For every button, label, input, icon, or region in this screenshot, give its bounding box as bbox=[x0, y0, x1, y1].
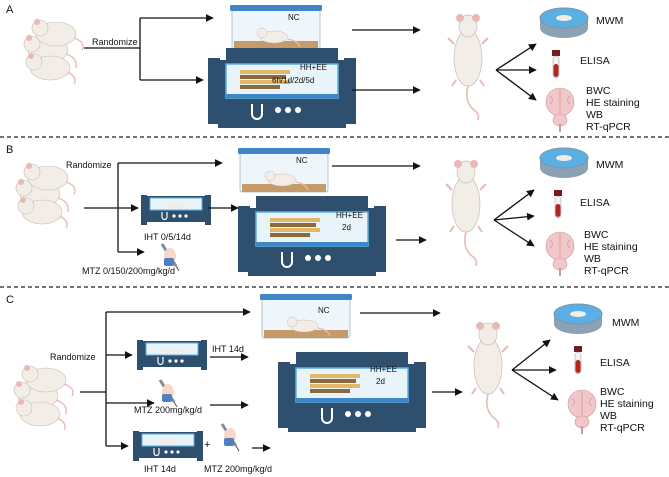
cage-icon bbox=[259, 293, 353, 339]
brain-icon bbox=[567, 389, 597, 435]
pool-icon bbox=[539, 147, 589, 179]
rat-group-icon bbox=[15, 162, 76, 229]
syringe-icon bbox=[220, 422, 241, 453]
chamber-icon bbox=[207, 47, 357, 129]
outcome-he: HE staining bbox=[600, 398, 654, 410]
randomize-label: Randomize bbox=[66, 160, 112, 170]
nc-label: NC bbox=[318, 306, 330, 315]
brain-icon bbox=[545, 87, 575, 133]
mtz-label: MTZ 200mg/kg/d bbox=[134, 405, 202, 415]
panel-a: A Randomize NC HH+EE 6h/1d/2d/5d MWM ELI… bbox=[6, 4, 640, 133]
outcome-rtqpcr: RT-qPCR bbox=[586, 121, 631, 133]
outcome-elisa: ELISA bbox=[580, 55, 610, 67]
outcome-he: HE staining bbox=[584, 241, 638, 253]
chamber-icon bbox=[237, 195, 387, 277]
panel-a-label: A bbox=[6, 4, 14, 16]
outcome-wb: WB bbox=[586, 109, 603, 121]
pool-icon bbox=[553, 303, 603, 335]
chamber-label: HH+EE bbox=[336, 211, 363, 220]
outcome-bwc: BWC bbox=[586, 85, 611, 97]
outcome-bwc: BWC bbox=[600, 386, 625, 398]
pool-icon bbox=[539, 7, 589, 39]
chamber-label: HH+EE bbox=[300, 63, 327, 72]
outcome-wb: WB bbox=[584, 253, 601, 265]
chamber-icon bbox=[277, 351, 427, 433]
panel-c-label: C bbox=[6, 294, 14, 306]
rat-icon bbox=[445, 159, 487, 267]
outcome-mwm: MWM bbox=[596, 15, 623, 27]
panel-b-label: B bbox=[6, 144, 13, 156]
iht-label: IHT 14d bbox=[212, 344, 244, 354]
outcome-mwm: MWM bbox=[612, 317, 639, 329]
cage-icon bbox=[237, 147, 331, 193]
chamber-sub-label: 2d bbox=[342, 223, 351, 232]
plus-label: + bbox=[204, 439, 210, 451]
small-chamber-icon bbox=[140, 194, 212, 226]
brain-icon bbox=[545, 231, 575, 277]
outcome-he: HE staining bbox=[586, 97, 640, 109]
iht-label: IHT 0/5/14d bbox=[144, 232, 191, 242]
randomize-arrows bbox=[84, 18, 141, 80]
outcome-elisa: ELISA bbox=[600, 357, 630, 369]
nc-label: NC bbox=[288, 13, 300, 22]
randomize-label: Randomize bbox=[50, 352, 96, 362]
outcome-rtqpcr: RT-qPCR bbox=[584, 265, 629, 277]
blood-tube-icon bbox=[553, 189, 563, 219]
chamber-sub-label: 6h/1d/2d/5d bbox=[272, 76, 314, 85]
randomize-label: Randomize bbox=[92, 37, 138, 47]
rat-group-icon bbox=[23, 18, 84, 85]
panel-c: C Randomize NC IHT 14d MTZ 200mg/kg/d IH… bbox=[6, 293, 654, 474]
chamber-sub-label: 2d bbox=[376, 377, 385, 386]
small-chamber-icon bbox=[136, 339, 208, 371]
cage-icon bbox=[229, 4, 323, 50]
outcome-elisa: ELISA bbox=[580, 197, 610, 209]
small-chamber-icon bbox=[132, 430, 204, 462]
nc-label: NC bbox=[296, 156, 308, 165]
iht2-label: IHT 14d bbox=[144, 464, 176, 474]
chamber-label: HH+EE bbox=[370, 365, 397, 374]
outcome-bwc: BWC bbox=[584, 229, 609, 241]
panel-b: B Randomize IHT 0/5/14d MTZ 0/150/200mg/… bbox=[6, 144, 638, 277]
syringe-icon bbox=[158, 378, 179, 409]
blood-tube-icon bbox=[551, 49, 561, 79]
outcome-rtqpcr: RT-qPCR bbox=[600, 422, 645, 434]
rat-icon bbox=[447, 13, 489, 121]
outcome-mwm: MWM bbox=[596, 159, 623, 171]
mtz2-label: MTZ 200mg/kg/d bbox=[204, 464, 272, 474]
mtz-label: MTZ 0/150/200mg/kg/d bbox=[82, 266, 175, 276]
rat-group-icon bbox=[13, 364, 74, 431]
blood-tube-icon bbox=[573, 345, 583, 375]
outcome-wb: WB bbox=[600, 410, 617, 422]
rat-icon bbox=[467, 321, 509, 429]
